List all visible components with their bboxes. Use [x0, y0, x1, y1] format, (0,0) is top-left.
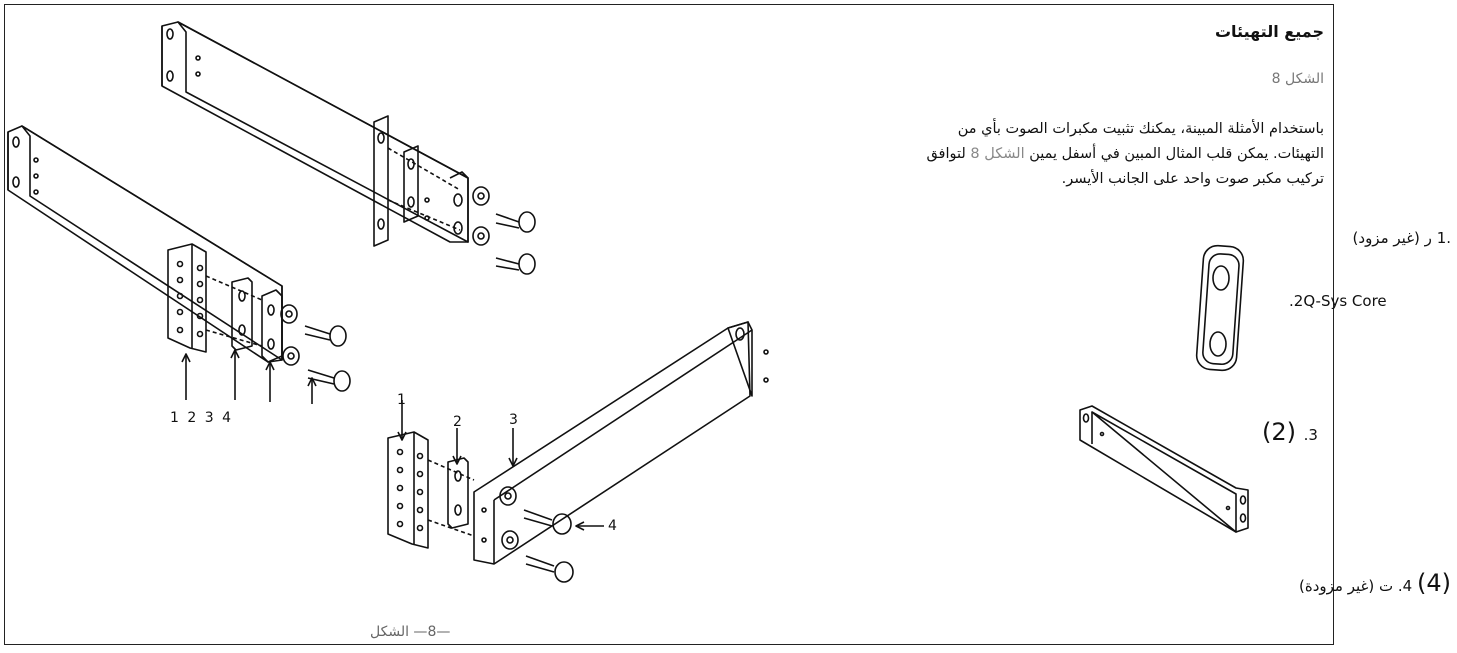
- callout-4: 4: [608, 518, 617, 534]
- callout-labels-top-left: 1 2 3 4: [170, 410, 233, 426]
- parts-list-text: (2): [1262, 418, 1296, 446]
- figure-caption: —8— الشكل: [370, 624, 451, 640]
- figure-reference: الشكل 8: [1271, 71, 1324, 87]
- section-heading: جميع التهيئات: [1214, 22, 1324, 41]
- parts-list-number: .3: [1303, 426, 1318, 444]
- spacer-part: [1195, 244, 1245, 372]
- content-frame: [4, 4, 1334, 645]
- parts-list-text: ر (غير مزود): [1352, 229, 1432, 247]
- paragraph-line-2-start: التهيئات. يمكن قلب المثال المبين في أسفل…: [1024, 146, 1324, 162]
- parts-list-number: 1.: [1436, 229, 1451, 247]
- top-rack-bracket: [161, 21, 536, 275]
- parts-list-item-4: ت (غير مزودة) .4 (4): [1299, 569, 1451, 597]
- parts-list-item-1: ر (غير مزود) 1.: [1353, 229, 1451, 247]
- callout-1: 1: [397, 392, 406, 408]
- instruction-paragraph: باستخدام الأمثلة المبينة، يمكنك تثبيت مك…: [804, 117, 1324, 192]
- paragraph-line-2-end: لتوافق: [926, 146, 971, 162]
- figure-link[interactable]: الشكل 8: [970, 146, 1025, 162]
- parts-list-text: (4): [1417, 569, 1451, 597]
- callout-2: 2: [453, 414, 462, 430]
- parts-list-item-3: (2) .3: [1262, 418, 1318, 446]
- parts-list-item-2: .2Q-Sys Core: [1289, 292, 1387, 310]
- parts-list-note: ت (غير مزودة): [1299, 577, 1394, 595]
- callout-3: 3: [509, 412, 518, 428]
- bottom-rack-bracket: [387, 321, 769, 583]
- paragraph-line-2: التهيئات. يمكن قلب المثال المبين في أسفل…: [804, 142, 1324, 167]
- parts-list-number: .4: [1397, 577, 1413, 595]
- paragraph-line-1: باستخدام الأمثلة المبينة، يمكنك تثبيت مك…: [957, 121, 1324, 137]
- rack-ear-part: [1079, 405, 1249, 533]
- parts-list-number: .2: [1289, 292, 1304, 310]
- parts-list-text: Q-Sys Core: [1303, 292, 1387, 310]
- paragraph-line-3: تركيب مكبر صوت واحد على الجانب الأيسر.: [1061, 171, 1324, 187]
- left-rack-bracket: [7, 125, 351, 404]
